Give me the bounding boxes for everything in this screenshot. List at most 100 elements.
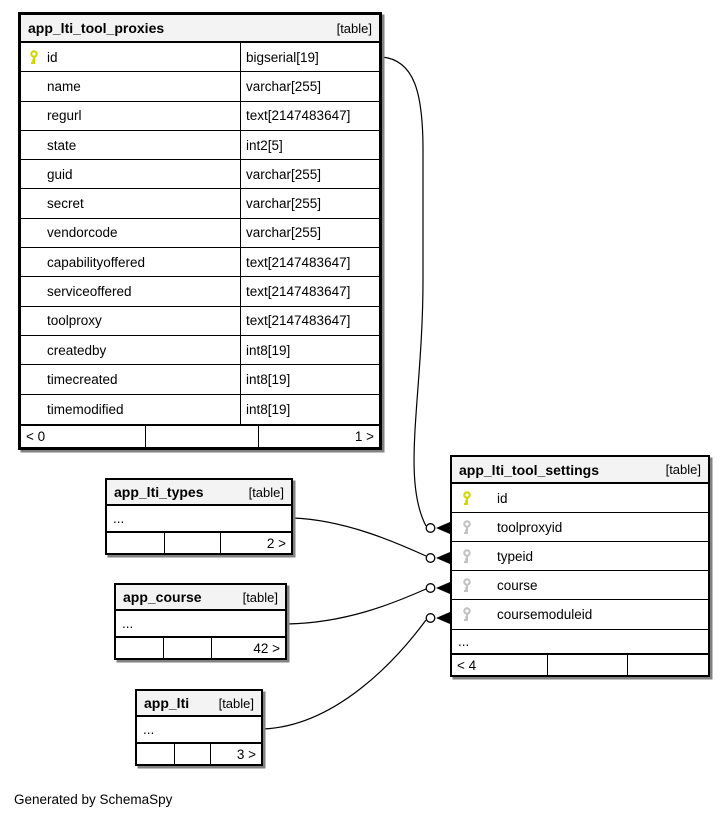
column-type: varchar[255] <box>240 72 379 101</box>
column-row-toolproxy[interactable]: toolproxy text[2147483647] <box>21 306 379 336</box>
column-type: varchar[255] <box>240 218 379 248</box>
collapsed-columns-row[interactable]: ... <box>113 511 125 526</box>
column-rows: id toolproxyid typeid course <box>452 484 708 629</box>
column-name: toolproxy <box>47 313 102 329</box>
table-title[interactable]: app_lti_tool_proxies <box>28 20 165 36</box>
column-name: guid <box>47 166 73 182</box>
table-type-tag: [table] <box>218 695 254 711</box>
column-row-capabilityoffered[interactable]: capabilityoffered text[2147483647] <box>21 248 379 278</box>
table-title[interactable]: app_lti <box>144 695 190 711</box>
column-row-timecreated[interactable]: timecreated int8[19] <box>21 365 379 395</box>
column-row-coursemoduleid[interactable]: coursemoduleid <box>452 600 708 629</box>
column-name: typeid <box>497 548 534 564</box>
collapsed-columns-row[interactable]: ... <box>452 629 708 653</box>
footer-mid-cell <box>164 533 220 553</box>
column-name: toolproxyid <box>497 519 563 535</box>
column-name: name <box>47 78 81 94</box>
arrowhead-typeid <box>436 552 450 564</box>
column-row-vendorcode[interactable]: vendorcode varchar[255] <box>21 218 379 249</box>
column-row-regurl[interactable]: regurl text[2147483647] <box>21 101 379 131</box>
column-type: int2[5] <box>240 130 379 160</box>
column-name: id <box>497 490 508 506</box>
footer-parents-count: 42 > <box>211 638 285 658</box>
footer-parents-count: 2 > <box>220 533 291 553</box>
column-row-state[interactable]: state int2[5] <box>21 130 379 161</box>
connector-lti-coursemoduleid <box>262 619 427 730</box>
table-app-lti-tool-settings: app_lti_tool_settings [table] id toolpro… <box>450 455 710 677</box>
column-type: text[2147483647] <box>240 101 379 130</box>
column-name: state <box>47 137 77 153</box>
arrowhead-coursemoduleid <box>436 612 450 624</box>
table-header[interactable]: app_lti_tool_proxies [table] <box>21 15 379 43</box>
column-row-createdby[interactable]: createdby int8[19] <box>21 335 379 366</box>
primary-key-icon <box>21 49 47 65</box>
column-name: vendorcode <box>47 225 118 241</box>
column-name: course <box>497 577 538 593</box>
table-app-lti-tool-proxies: app_lti_tool_proxies [table] id bigseria… <box>18 12 382 450</box>
arrowhead-toolproxyid <box>436 522 450 534</box>
table-footer: 2 > <box>107 531 291 553</box>
table-header[interactable]: app_lti [table] <box>137 691 261 717</box>
footer-left-cell <box>116 638 163 658</box>
table-footer: 42 > <box>116 636 285 658</box>
table-header[interactable]: app_lti_types [table] <box>107 480 291 506</box>
table-title[interactable]: app_lti_types <box>114 484 204 500</box>
column-row-toolproxyid[interactable]: toolproxyid <box>452 513 708 542</box>
table-footer: 3 > <box>137 742 261 764</box>
column-type: int8[19] <box>240 365 379 394</box>
foreign-key-icon <box>452 548 497 564</box>
footer-mid-cell <box>547 655 627 675</box>
table-type-tag: [table] <box>336 20 372 36</box>
table-type-tag: [table] <box>248 484 284 500</box>
footer-mid-cell <box>174 744 210 764</box>
column-name: timecreated <box>47 371 118 387</box>
footer-mid-cell <box>145 425 258 447</box>
table-header[interactable]: app_course [table] <box>116 585 285 611</box>
column-row-id[interactable]: id bigserial[19] <box>21 43 379 73</box>
connector-types-typeid <box>292 517 427 557</box>
column-rows: id bigserial[19] name varchar[255] regur… <box>21 43 379 424</box>
zero-circle-coursemoduleid <box>425 613 436 623</box>
column-row-serviceoffered[interactable]: serviceoffered text[2147483647] <box>21 277 379 307</box>
table-header[interactable]: app_lti_tool_settings [table] <box>452 457 708 484</box>
column-type: text[2147483647] <box>240 277 379 306</box>
zero-circle-typeid <box>425 553 436 563</box>
footer-right-cell <box>627 655 708 675</box>
column-row-name[interactable]: name varchar[255] <box>21 72 379 102</box>
foreign-key-icon <box>452 519 497 535</box>
column-row-secret[interactable]: secret varchar[255] <box>21 189 379 219</box>
zero-circle-course <box>425 583 436 593</box>
table-app-course: app_course [table] ... 42 > <box>114 583 287 660</box>
collapsed-columns-row[interactable]: ... <box>122 616 134 631</box>
column-name: regurl <box>47 108 82 124</box>
foreign-key-icon <box>452 577 497 593</box>
table-title[interactable]: app_lti_tool_settings <box>459 461 600 478</box>
column-row-course[interactable]: course <box>452 571 708 600</box>
column-name: createdby <box>47 342 107 358</box>
collapsed-columns-row[interactable]: ... <box>143 722 155 737</box>
column-name: coursemoduleid <box>497 607 593 622</box>
column-row-guid[interactable]: guid varchar[255] <box>21 160 379 190</box>
footer-left-cell <box>137 744 174 764</box>
column-type: text[2147483647] <box>240 248 379 277</box>
column-type: varchar[255] <box>240 189 379 218</box>
column-type: text[2147483647] <box>240 306 379 335</box>
column-row-id[interactable]: id <box>452 484 708 513</box>
footer-children-count: < 0 <box>26 428 46 444</box>
table-app-lti-types: app_lti_types [table] ... 2 > <box>105 478 293 555</box>
zero-circle-toolproxyid <box>425 523 436 533</box>
table-footer: < 0 1 > <box>21 423 379 447</box>
column-type: bigserial[19] <box>240 43 379 72</box>
primary-key-icon <box>452 490 497 506</box>
connector-course-course <box>286 588 427 625</box>
column-name: timemodified <box>47 401 124 417</box>
footer-left-cell <box>107 533 164 553</box>
table-type-tag: [table] <box>242 589 278 605</box>
generated-by-note: Generated by SchemaSpy <box>14 792 173 807</box>
table-title[interactable]: app_course <box>123 589 202 605</box>
column-row-typeid[interactable]: typeid <box>452 542 708 571</box>
column-row-timemodified[interactable]: timemodified int8[19] <box>21 394 379 424</box>
connector-proxies-toolproxyid <box>381 56 427 527</box>
column-name: capabilityoffered <box>47 254 146 270</box>
